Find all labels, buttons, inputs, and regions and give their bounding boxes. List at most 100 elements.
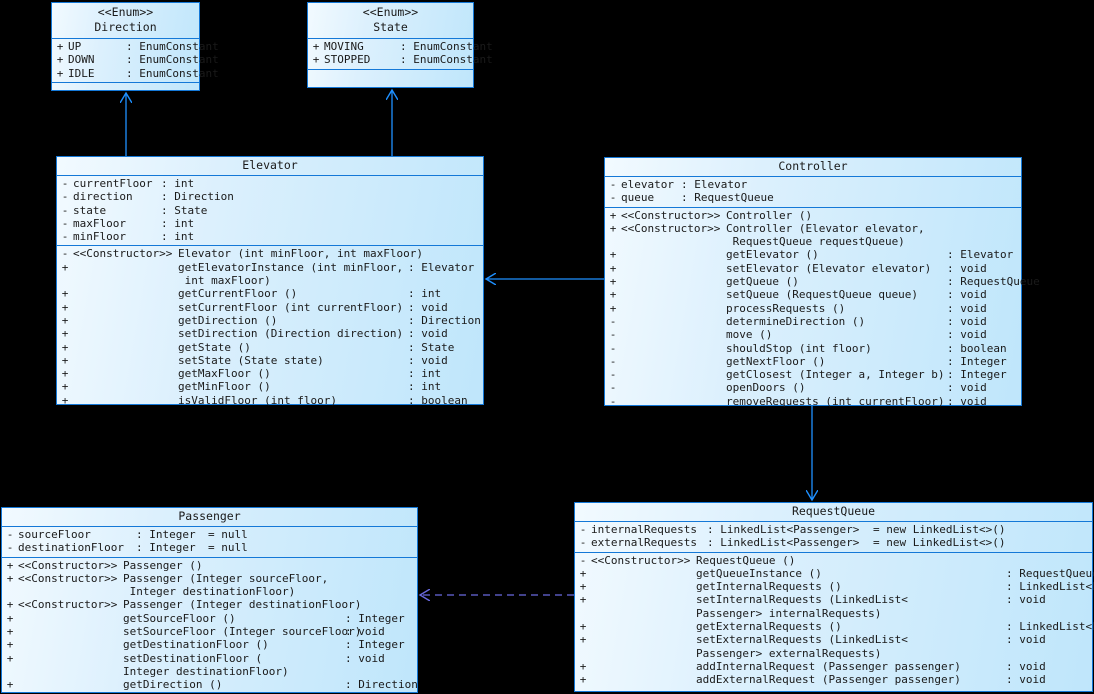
visibility: + bbox=[61, 260, 69, 274]
class-box-elevator[interactable]: Elevator -currentFloor: int-direction: D… bbox=[56, 156, 484, 407]
method-row: +processRequests (): void bbox=[605, 302, 1021, 315]
visibility: + bbox=[609, 261, 617, 275]
attribute-name: elevator bbox=[621, 178, 674, 191]
method-row: -<<Constructor>>Elevator (int minFloor, … bbox=[57, 247, 483, 260]
method-stereotype bbox=[621, 262, 726, 275]
method-return-type: : State bbox=[408, 340, 455, 354]
visibility: + bbox=[312, 40, 320, 53]
attribute-type: : State bbox=[161, 203, 208, 217]
method-row: +isValidFloor (int floor): boolean bbox=[57, 394, 483, 407]
class-header-passenger: Passenger bbox=[2, 508, 417, 526]
method-signature: getCurrentFloor () bbox=[178, 287, 298, 301]
method-row: +getElevator (): Elevator bbox=[605, 248, 1021, 261]
method-row: +<<Constructor>>Controller (Elevator ele… bbox=[605, 222, 1021, 235]
method-signature: addInternalRequest (Passenger passenger) bbox=[696, 659, 961, 673]
method-stereotype bbox=[621, 302, 726, 315]
attribute-name: STOPPED bbox=[324, 53, 371, 67]
attribute-type: : RequestQueue bbox=[681, 191, 774, 205]
method-stereotype bbox=[621, 395, 726, 408]
method-stereotype bbox=[591, 620, 696, 633]
visibility: - bbox=[61, 216, 69, 230]
visibility: + bbox=[609, 221, 617, 235]
attribute-type: : Integer bbox=[136, 528, 196, 541]
method-stereotype bbox=[73, 341, 178, 354]
class-box-controller[interactable]: Controller -elevator: Elevator-queue: Re… bbox=[604, 157, 1040, 408]
method-row: +getDirection (): Direction bbox=[57, 314, 483, 327]
method-row: -determineDirection (): void bbox=[605, 315, 1021, 328]
method-signature: shouldStop (int floor) bbox=[726, 341, 872, 355]
visibility: - bbox=[61, 230, 69, 244]
method-stereotype bbox=[591, 673, 696, 686]
method-row: +getDirection (): Direction bbox=[2, 678, 418, 692]
method-return-type: : void bbox=[1006, 593, 1046, 607]
method-stereotype bbox=[18, 585, 123, 598]
attribute-name: DOWN bbox=[68, 53, 95, 67]
attribute-name: UP bbox=[68, 40, 82, 53]
method-signature: Controller () bbox=[726, 208, 813, 222]
visibility: - bbox=[6, 528, 14, 541]
visibility: - bbox=[609, 314, 617, 328]
method-row: -getNextFloor (): Integer bbox=[605, 355, 1021, 368]
method-return-type: : Integer bbox=[345, 638, 405, 652]
methods-compartment-direction bbox=[52, 81, 199, 102]
class-box-passenger[interactable]: Passenger -sourceFloor: Integer= null-de… bbox=[1, 507, 418, 693]
visibility: + bbox=[579, 633, 587, 647]
attribute-name: direction bbox=[73, 190, 133, 204]
visibility bbox=[575, 607, 591, 620]
method-stereotype bbox=[591, 593, 696, 606]
methods-compartment-requestqueue: -<<Constructor>>RequestQueue ()+getQueue… bbox=[575, 551, 1094, 689]
method-signature: setState (State state) bbox=[178, 353, 324, 367]
method-signature: Elevator (int minFloor, int maxFloor) bbox=[178, 247, 424, 261]
visibility: - bbox=[579, 553, 587, 567]
attribute-name: state bbox=[73, 203, 107, 217]
method-stereotype bbox=[73, 301, 178, 314]
attribute-row: -currentFloor: int bbox=[57, 177, 483, 190]
attributes-compartment-elevator: -currentFloor: int-direction: Direction-… bbox=[57, 175, 483, 245]
stereotype-label: <<Enum>> bbox=[362, 5, 419, 19]
visibility bbox=[575, 647, 591, 660]
class-header-elevator: Elevator bbox=[57, 157, 483, 175]
method-row: +getState (): State bbox=[57, 341, 483, 354]
class-name: Passenger bbox=[178, 509, 241, 523]
visibility: - bbox=[609, 394, 617, 408]
class-box-direction[interactable]: <<Enum>> Direction + UP : EnumConstant +… bbox=[51, 2, 219, 91]
method-signature: addExternalRequest (Passenger passenger) bbox=[696, 673, 961, 687]
method-signature: getNextFloor () bbox=[726, 354, 826, 368]
visibility: + bbox=[579, 659, 587, 673]
method-return-type: : Direction bbox=[345, 678, 418, 692]
method-return-type: : LinkedList<Passenger> bbox=[1006, 620, 1094, 634]
method-row: +getElevatorInstance (int minFloor,: Ele… bbox=[57, 261, 483, 274]
method-signature: Passenger (Integer destinationFloor) bbox=[123, 598, 362, 612]
visibility bbox=[2, 665, 18, 678]
method-return-type: : void bbox=[947, 314, 987, 328]
method-stereotype bbox=[621, 275, 726, 288]
method-signature: setSourceFloor (Integer sourceFloor) bbox=[123, 625, 362, 639]
method-row: +getMinFloor (): int bbox=[57, 380, 483, 393]
method-signature: setDirection (Direction direction) bbox=[178, 327, 404, 341]
attribute-type: : EnumConstant bbox=[126, 53, 219, 67]
class-box-requestqueue[interactable]: RequestQueue -internalRequests: LinkedLi… bbox=[574, 502, 1094, 692]
attribute-row: -minFloor: int bbox=[57, 230, 483, 243]
visibility: - bbox=[6, 541, 14, 555]
method-stereotype bbox=[73, 327, 178, 340]
method-signature: move () bbox=[726, 328, 773, 342]
visibility: - bbox=[609, 178, 617, 191]
visibility: + bbox=[579, 620, 587, 634]
visibility: - bbox=[609, 191, 617, 205]
method-stereotype: <<Constructor>> bbox=[73, 247, 173, 261]
method-stereotype bbox=[621, 342, 726, 355]
visibility: + bbox=[61, 313, 69, 327]
method-row: +setInternalRequests (LinkedList<: void bbox=[575, 593, 1092, 606]
stereotype-label: <<Enum>> bbox=[97, 5, 154, 19]
method-return-type: : boolean bbox=[408, 393, 468, 407]
attribute-row: + STOPPED : EnumConstant bbox=[308, 53, 493, 67]
method-row: +setDirection (Direction direction): voi… bbox=[57, 327, 483, 340]
class-box-state[interactable]: <<Enum>> State + MOVING : EnumConstant +… bbox=[307, 2, 493, 88]
attribute-default: = new LinkedList<>() bbox=[873, 536, 1006, 550]
method-row: -shouldStop (int floor): boolean bbox=[605, 342, 1021, 355]
method-return-type: : Elevator bbox=[408, 260, 475, 274]
method-return-type: : void bbox=[947, 301, 987, 315]
visibility: + bbox=[61, 380, 69, 394]
method-signature: getElevator () bbox=[726, 248, 819, 262]
class-header-direction: <<Enum>> Direction bbox=[52, 3, 199, 38]
